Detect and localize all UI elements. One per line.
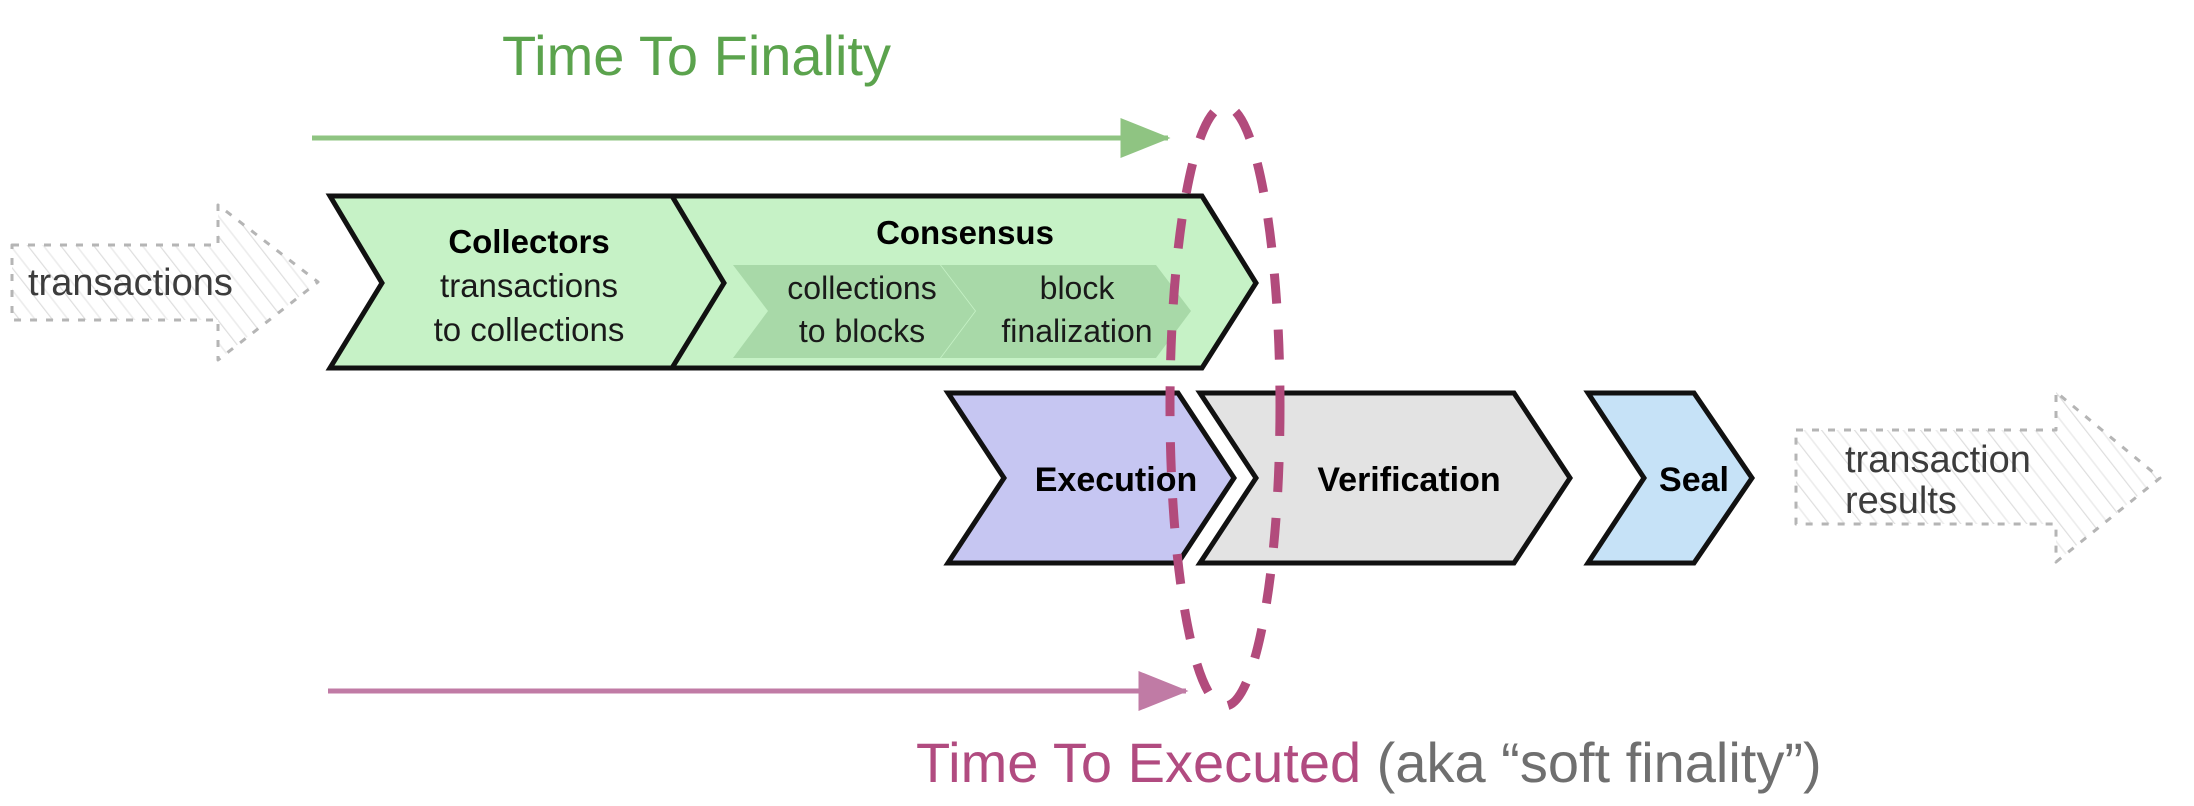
stage-consensus[interactable]: Consensus collections to blocks block fi…: [667, 193, 1259, 371]
stage-collectors-subline-1: transactions: [440, 267, 618, 304]
substage-collections-to-blocks-line-2: to blocks: [799, 313, 925, 349]
stage-collectors[interactable]: Collectors transactions to collections: [325, 193, 731, 371]
stage-collectors-subline-2: to collections: [434, 311, 625, 348]
time-to-finality-title: Time To Finality: [502, 24, 891, 87]
stage-collectors-title: Collectors: [448, 223, 609, 260]
stage-execution[interactable]: Execution: [943, 390, 1237, 566]
stage-verification-shape: [1195, 390, 1573, 566]
transactions-input-label: transactions: [28, 262, 233, 304]
transactions-input: transactions: [10, 203, 320, 362]
substage-collections-to-blocks[interactable]: collections to blocks: [733, 265, 975, 358]
stage-consensus-title: Consensus: [876, 214, 1054, 251]
time-to-executed-title: Time To Executed: [916, 731, 1361, 794]
time-to-executed-title-group: Time To Executed (aka “soft finality”): [916, 731, 1822, 794]
stage-seal-shape: [1583, 390, 1756, 566]
substage-block-finalization-line-1: block: [1040, 270, 1116, 306]
transaction-results-output-shape: [1794, 390, 2162, 564]
substage-block-finalization-shape: [941, 265, 1191, 358]
substage-collections-to-blocks-shape: [733, 265, 975, 358]
substage-block-finalization[interactable]: block finalization: [941, 265, 1191, 358]
stage-seal-title: Seal: [1659, 461, 1729, 499]
finality-boundary-ellipse: [1165, 101, 1285, 711]
substage-collections-to-blocks-line-1: collections: [787, 270, 936, 306]
transaction-results-output: transaction results: [1794, 390, 2162, 564]
transactions-input-shape: [10, 203, 320, 362]
substage-block-finalization-line-2: finalization: [1001, 313, 1152, 349]
stage-verification-title: Verification: [1317, 461, 1500, 499]
time-to-executed-subtitle: (aka “soft finality”): [1361, 731, 1822, 794]
transaction-results-output-line-1: transaction: [1845, 439, 2031, 481]
stage-seal[interactable]: Seal: [1583, 390, 1756, 566]
stage-verification[interactable]: Verification: [1195, 390, 1573, 566]
transaction-results-output-line-2: results: [1845, 480, 1957, 522]
